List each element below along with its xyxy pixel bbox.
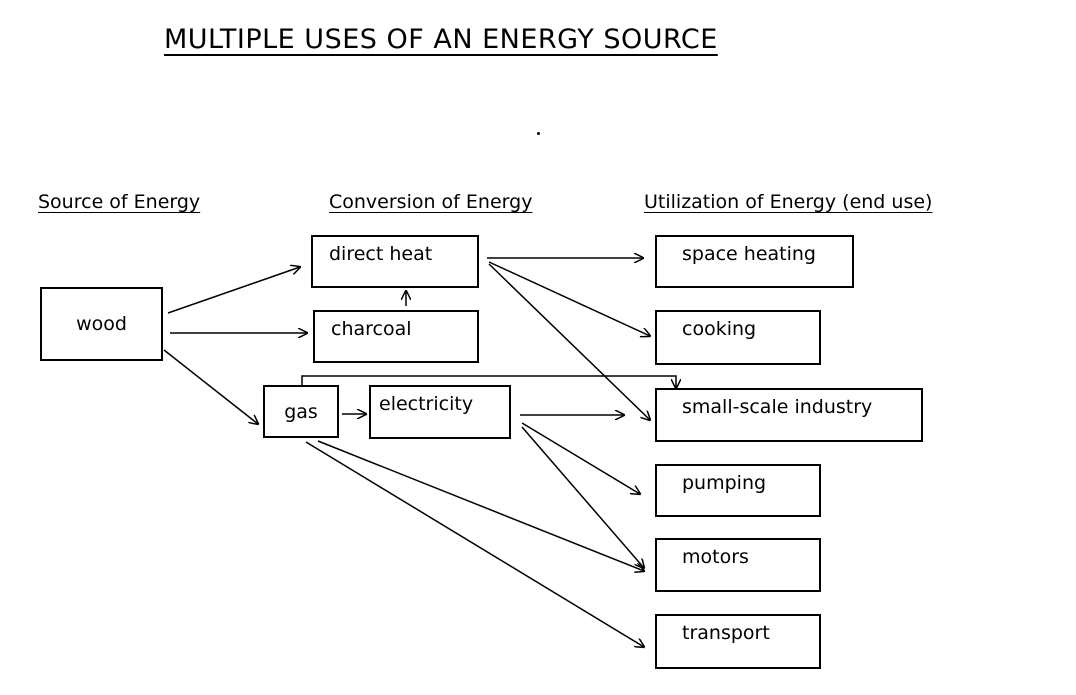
- column-heading-source: Source of Energy: [38, 191, 201, 213]
- arrow-gas-to-transport: [305, 441, 644, 647]
- column-heading-conversion: Conversion of Energy: [329, 191, 533, 213]
- node-transport: transport: [655, 614, 821, 669]
- diagram-title: MULTIPLE USES OF AN ENERGY SOURCE: [164, 24, 718, 55]
- arrow-wood-to-gas: [163, 349, 258, 424]
- arrow-direct-heat-to-cooking: [488, 261, 650, 336]
- node-space-heating: space heating: [655, 235, 854, 288]
- node-charcoal: charcoal: [313, 310, 479, 363]
- node-direct-heat: direct heat: [311, 235, 479, 288]
- arrow-gas-to-industry: [301, 375, 676, 388]
- node-electricity: electricity: [369, 385, 511, 439]
- arrow-electricity-to-pumping: [521, 422, 640, 494]
- node-gas: gas: [263, 385, 339, 438]
- node-wood: wood: [40, 287, 163, 361]
- node-small-scale-industry: small-scale industry: [655, 388, 923, 442]
- arrow-direct-heat-to-industry: [488, 263, 650, 420]
- arrow-electricity-to-motors: [521, 426, 644, 568]
- node-cooking: cooking: [655, 310, 821, 365]
- node-motors: motors: [655, 538, 821, 592]
- arrow-gas-to-motors: [317, 440, 644, 571]
- column-heading-utilization: Utilization of Energy (end use): [644, 191, 933, 213]
- node-pumping: pumping: [655, 464, 821, 517]
- arrow-wood-to-direct-heat: [167, 267, 300, 314]
- scan-speck: [537, 132, 540, 135]
